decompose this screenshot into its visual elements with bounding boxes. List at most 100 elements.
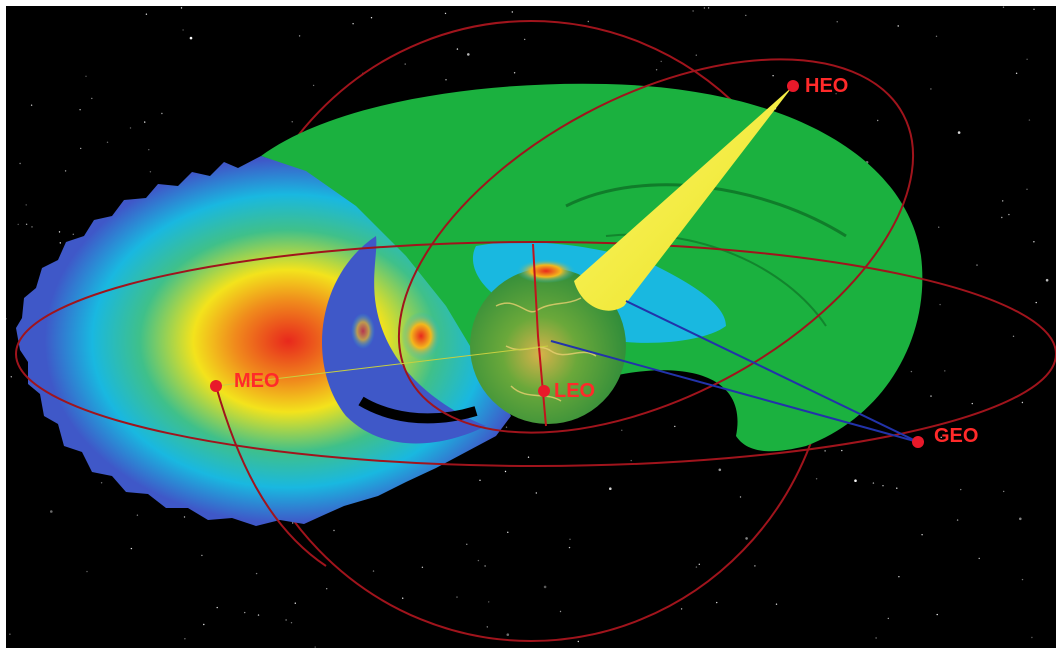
star (507, 531, 509, 533)
star (695, 54, 697, 56)
star (511, 11, 513, 13)
star (1015, 72, 1018, 75)
leo-label: LEO (554, 380, 595, 402)
star (486, 626, 488, 628)
star (718, 468, 722, 472)
star (294, 602, 296, 604)
star (1012, 335, 1015, 337)
slot-gap-dark (358, 396, 478, 424)
star (161, 112, 163, 115)
equatorial-orbit-ring (15, 241, 1056, 467)
star (1033, 8, 1035, 10)
star (1001, 216, 1003, 219)
star (609, 487, 612, 491)
space-background: HEO MEO LEO GEO (6, 6, 1056, 648)
star (145, 13, 148, 15)
star (535, 492, 537, 494)
slot-region (322, 236, 486, 444)
star (291, 121, 293, 123)
star (257, 614, 260, 616)
star (148, 149, 150, 151)
star (854, 479, 857, 483)
star (30, 104, 33, 106)
star (1045, 278, 1049, 282)
inner-hotspot (401, 312, 441, 360)
star (745, 537, 748, 540)
star (445, 79, 447, 81)
star (836, 21, 838, 23)
geo-satellite: GEO (912, 425, 978, 448)
star (149, 171, 152, 173)
star (944, 370, 946, 372)
radiation-belt-diagram: HEO MEO LEO GEO (6, 6, 1056, 648)
star (568, 546, 571, 549)
star (290, 622, 293, 624)
star (772, 75, 774, 77)
star (80, 147, 82, 150)
star (1021, 401, 1024, 404)
star (935, 35, 938, 37)
star (775, 603, 778, 605)
star (569, 538, 571, 540)
star (292, 522, 294, 524)
star (680, 608, 683, 610)
star (877, 119, 879, 122)
star (505, 426, 508, 428)
star (59, 242, 61, 244)
star (956, 519, 959, 521)
star (189, 36, 193, 40)
star (841, 449, 843, 452)
star (467, 53, 470, 56)
star (930, 88, 932, 90)
star (898, 576, 900, 578)
star (754, 565, 756, 567)
star (1031, 636, 1033, 639)
star (372, 570, 375, 572)
star (692, 10, 694, 12)
star (739, 496, 742, 498)
star (479, 479, 481, 481)
star (86, 570, 88, 573)
star (527, 456, 530, 458)
star (630, 459, 632, 462)
star (201, 554, 203, 557)
star (1033, 241, 1035, 243)
star (91, 97, 93, 100)
star (1002, 6, 1005, 8)
star (695, 566, 698, 568)
star (1019, 517, 1022, 521)
star (25, 204, 27, 206)
star (285, 619, 287, 621)
star (957, 131, 961, 134)
star (621, 429, 623, 431)
inner-hotspot (351, 313, 375, 349)
star (484, 565, 486, 567)
star (939, 303, 941, 306)
star (936, 613, 938, 616)
star (910, 370, 913, 373)
star (72, 233, 75, 235)
heo-orbit-ring (397, 58, 915, 434)
meo-sight-line (215, 345, 549, 387)
star (216, 606, 218, 609)
star (875, 637, 877, 639)
star (402, 597, 404, 599)
star (543, 585, 547, 589)
meo-label: MEO (234, 370, 280, 392)
heo-view-cone (574, 86, 793, 311)
star (882, 485, 884, 487)
star (976, 264, 978, 266)
star (314, 646, 316, 648)
star (352, 23, 354, 25)
star (298, 35, 301, 37)
heo-label: HEO (805, 75, 848, 97)
star (887, 617, 889, 620)
geo-sight-line (625, 300, 919, 443)
star (1002, 200, 1004, 202)
star (971, 402, 973, 405)
star (1026, 188, 1028, 190)
star (1008, 213, 1010, 216)
star (312, 84, 315, 87)
satellite-dot-icon (912, 436, 924, 448)
star (100, 482, 103, 484)
